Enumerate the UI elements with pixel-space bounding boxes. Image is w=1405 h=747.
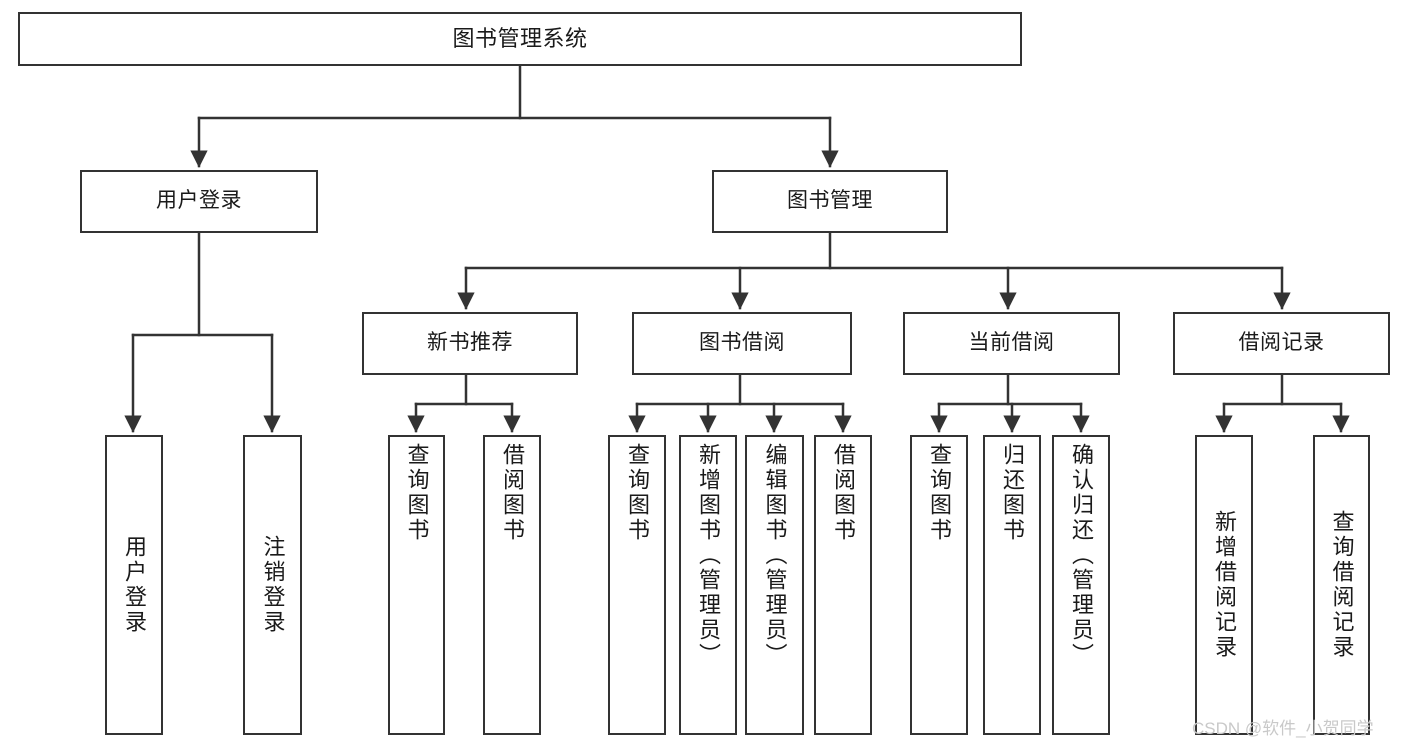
- node-label: 用户登录: [156, 189, 242, 213]
- node-leaf-add-book-admin[interactable]: 新增图书（管理员）: [679, 435, 737, 735]
- node-label: 借阅记录: [1238, 331, 1325, 355]
- node-label: 查询图书: [625, 443, 650, 543]
- node-label: 查询借阅记录: [1329, 510, 1355, 660]
- node-leaf-query-book-recommend[interactable]: 查询图书: [388, 435, 445, 735]
- node-user-login[interactable]: 用户登录: [80, 170, 318, 233]
- node-label: 新增借阅记录: [1212, 510, 1237, 660]
- node-leaf-logout-login[interactable]: 注销登录: [243, 435, 302, 735]
- node-label: 借阅图书: [831, 443, 856, 543]
- csdn-watermark: CSDN @软件_小贺同学: [1192, 719, 1374, 738]
- node-label: 图书管理系统: [452, 26, 588, 52]
- node-label: 编辑图书（管理员）: [762, 443, 788, 668]
- node-current-borrow[interactable]: 当前借阅: [903, 312, 1120, 375]
- node-label: 注销登录: [260, 535, 286, 635]
- node-label: 图书借阅: [699, 331, 785, 355]
- node-label: 确认归还（管理员）: [1069, 443, 1094, 668]
- node-label: 用户登录: [122, 535, 147, 635]
- node-label: 归还图书: [1000, 443, 1025, 543]
- node-leaf-query-book-current[interactable]: 查询图书: [910, 435, 968, 735]
- node-leaf-edit-book-admin[interactable]: 编辑图书（管理员）: [745, 435, 804, 735]
- node-leaf-confirm-return-admin[interactable]: 确认归还（管理员）: [1052, 435, 1110, 735]
- node-root-book-management-system[interactable]: 图书管理系统: [18, 12, 1022, 66]
- node-label: 新书推荐: [427, 331, 513, 355]
- node-leaf-return-book[interactable]: 归还图书: [983, 435, 1041, 735]
- node-new-book-recommend[interactable]: 新书推荐: [362, 312, 578, 375]
- node-label: 当前借阅: [968, 331, 1055, 355]
- node-borrow-record[interactable]: 借阅记录: [1173, 312, 1390, 375]
- node-label: 图书管理: [787, 189, 873, 213]
- node-leaf-query-borrow-record[interactable]: 查询借阅记录: [1313, 435, 1370, 735]
- node-label: 查询图书: [404, 443, 430, 543]
- node-book-borrow[interactable]: 图书借阅: [632, 312, 852, 375]
- node-label: 新增图书（管理员）: [696, 443, 721, 668]
- node-leaf-borrow-book[interactable]: 借阅图书: [814, 435, 872, 735]
- node-label: 查询图书: [927, 443, 952, 543]
- node-leaf-user-login[interactable]: 用户登录: [105, 435, 163, 735]
- node-leaf-borrow-book-recommend[interactable]: 借阅图书: [483, 435, 541, 735]
- node-label: 借阅图书: [500, 443, 525, 543]
- node-leaf-query-book-borrow[interactable]: 查询图书: [608, 435, 666, 735]
- node-leaf-add-borrow-record[interactable]: 新增借阅记录: [1195, 435, 1253, 735]
- node-book-management[interactable]: 图书管理: [712, 170, 948, 233]
